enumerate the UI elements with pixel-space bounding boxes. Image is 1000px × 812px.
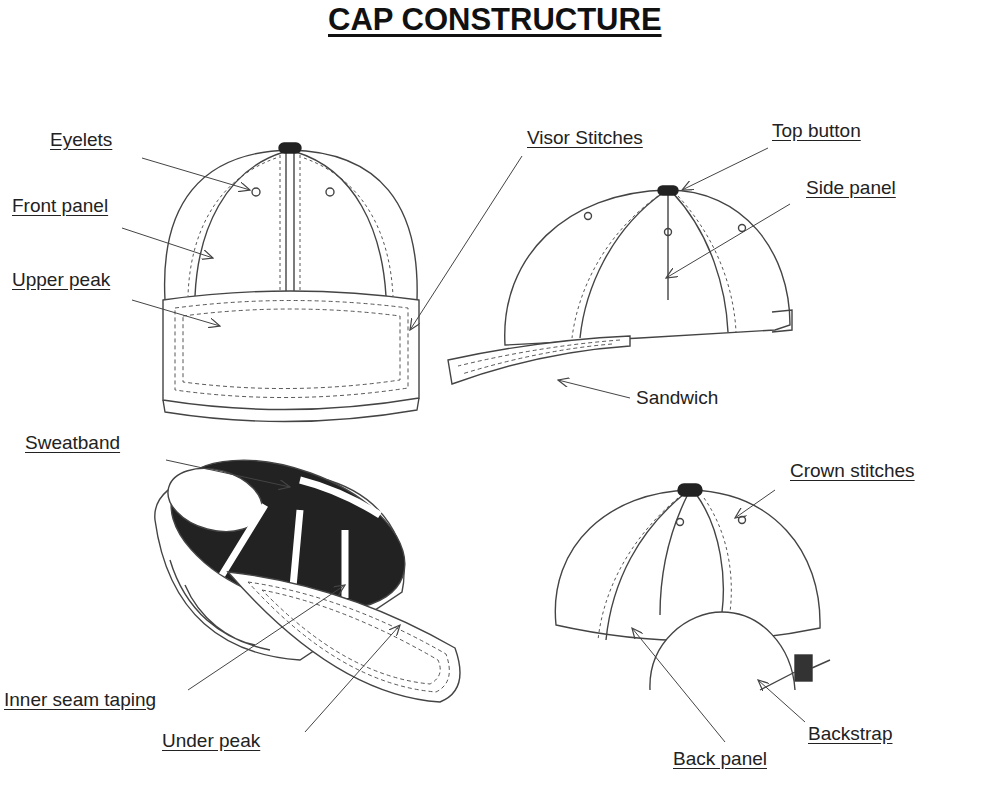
leader-line [758,680,805,722]
leader-line [305,625,400,732]
crown-seam [195,152,284,296]
leader-line [558,380,630,398]
crown-outline [165,150,418,300]
back-opening [650,612,795,690]
leader-line [682,148,768,190]
part-label: Sweatband [25,432,120,455]
part-label: Front panel [12,195,108,218]
eyelet [739,517,746,524]
part-label: Inner seam taping [4,689,156,712]
leader-line [166,460,290,487]
part-label: Eyelets [50,129,112,152]
leader-line [666,204,790,278]
leader-line [132,300,220,326]
crown-seam [296,152,386,296]
backstrap-band [760,660,830,690]
part-label: Side panel [806,177,896,200]
leader-line [735,490,775,518]
crown-outline [505,190,790,345]
part-label: Backstrap [808,723,892,746]
under-peak [228,572,460,702]
back-strap [772,310,792,332]
peak-edge [163,398,419,422]
leader-line [410,156,522,330]
visor-stitch [175,301,408,398]
leader-line [122,228,213,258]
eyelet [677,519,684,526]
brim [448,336,630,384]
crown-outline [555,490,820,641]
eyelet [585,213,592,220]
crown-seam [606,494,723,640]
part-label: Sandwich [636,387,718,410]
top-button [678,484,702,496]
crown-stitch [188,155,393,296]
part-label: Under peak [162,730,260,753]
crown-seam [286,152,294,292]
crown-stitch [572,196,736,338]
part-label: Upper peak [12,269,110,292]
eyelet [252,188,260,196]
eyelet [665,229,672,236]
crown-seam [580,192,728,338]
eyelet [739,225,746,232]
backstrap [795,655,812,681]
part-label: Top button [772,120,861,143]
under-peak-stitch [248,582,449,692]
sandwich-stitch [458,340,620,374]
leader-line [142,158,250,190]
crown-stitch [598,498,731,640]
top-button [279,143,301,153]
diagram-title: CAP CONSTRUCTURE [328,2,662,38]
top-button [658,186,678,195]
upper-peak [163,291,419,410]
part-label: Visor Stitches [527,127,643,150]
leader-line [632,628,725,742]
part-label: Back panel [673,748,767,771]
part-label: Crown stitches [790,460,915,483]
leader-line [188,585,345,690]
inner-seam-tape [300,480,380,515]
eyelet [326,188,334,196]
